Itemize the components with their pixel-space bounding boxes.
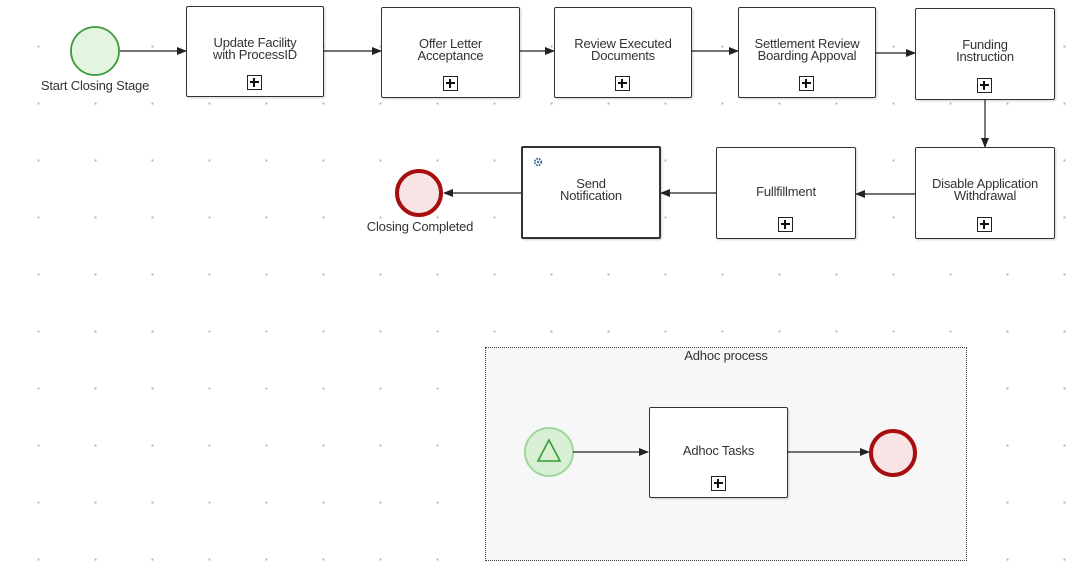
adhoc-subprocess[interactable]: Adhoc process Adhoc Tasks xyxy=(485,347,967,561)
plus-icon[interactable] xyxy=(799,76,814,91)
end-event-label: Closing Completed xyxy=(366,219,474,234)
sequence-flows xyxy=(120,47,989,198)
end-event[interactable] xyxy=(395,169,443,217)
plus-icon[interactable] xyxy=(442,76,458,91)
gear-icon xyxy=(533,157,543,167)
start-event-label: Start Closing Stage xyxy=(40,78,150,93)
task-offer-letter-label: Offer Letter Acceptance xyxy=(417,36,484,63)
task-fulfillment-label: Fullfillment xyxy=(756,184,816,199)
start-event[interactable] xyxy=(70,26,120,76)
plus-icon[interactable] xyxy=(247,75,262,90)
plus-icon[interactable] xyxy=(778,217,793,232)
task-update-facility[interactable]: Update Facility with ProcessID xyxy=(186,6,324,97)
plus-icon[interactable] xyxy=(710,476,726,491)
task-review-documents[interactable]: Review Executed Documents xyxy=(554,7,692,98)
plus-icon[interactable] xyxy=(615,76,630,91)
task-adhoc-tasks-label: Adhoc Tasks xyxy=(682,443,755,458)
task-funding-instruction[interactable]: Funding Instruction xyxy=(915,8,1055,100)
plus-icon[interactable] xyxy=(977,78,992,93)
task-disable-withdrawal[interactable]: Disable Application Withdrawal xyxy=(915,147,1055,239)
task-fulfillment[interactable]: Fullfillment xyxy=(716,147,856,239)
adhoc-subprocess-title: Adhoc process xyxy=(684,348,768,363)
task-update-facility-label: Update Facility with ProcessID xyxy=(213,35,297,62)
plus-icon[interactable] xyxy=(977,217,992,232)
task-adhoc-tasks[interactable]: Adhoc Tasks xyxy=(649,407,788,498)
task-send-notification[interactable]: Send Notification xyxy=(521,146,661,239)
task-send-notification-label: Send Notification xyxy=(560,176,622,203)
task-funding-instruction-label: Funding Instruction xyxy=(956,37,1014,64)
task-review-documents-label: Review Executed Documents xyxy=(574,36,672,63)
task-offer-letter[interactable]: Offer Letter Acceptance xyxy=(381,7,520,98)
task-disable-withdrawal-label: Disable Application Withdrawal xyxy=(931,176,1039,203)
task-settlement-review[interactable]: Settlement Review Boarding Appoval xyxy=(738,7,876,98)
task-settlement-review-label: Settlement Review Boarding Appoval xyxy=(754,36,860,63)
